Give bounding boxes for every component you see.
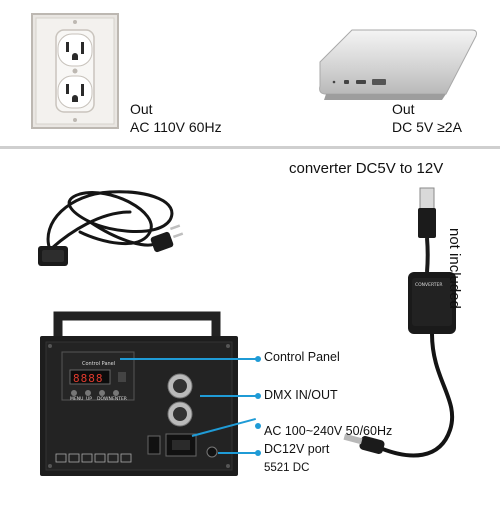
dc-port-label: DC12V port (264, 442, 330, 456)
section-divider (0, 146, 500, 149)
dmx-callout-dot (255, 393, 261, 399)
control-panel-callout-line (120, 358, 258, 360)
device-display: 8888 (73, 372, 104, 385)
wall-outlet-image (30, 12, 120, 130)
dc-callout-line (218, 452, 258, 454)
laser-device-image (36, 300, 246, 480)
dc-out-heading: Out (392, 101, 415, 117)
power-bank-image (312, 22, 482, 102)
control-panel-callout-dot (255, 356, 261, 362)
device-button-up: UP (86, 397, 93, 402)
dc-size-label: 5521 DC (264, 462, 310, 474)
ac-out-heading: Out (130, 101, 153, 117)
dc-callout-dot (255, 450, 261, 456)
converter-box-label: CONVERTER (415, 283, 443, 288)
not-included-note: not included (446, 228, 463, 309)
device-panel-title: Control Panel (82, 361, 116, 367)
dc-out-spec: DC 5V ≥2A (392, 119, 462, 135)
ac-out-spec: AC 110V 60Hz (130, 119, 222, 135)
control-panel-label: Control Panel (264, 350, 340, 364)
dmx-label: DMX IN/OUT (264, 388, 338, 402)
converter-cable-image (300, 180, 500, 500)
dmx-callout-line (200, 395, 258, 397)
converter-title: converter DC5V to 12V (289, 160, 444, 177)
power-cord-image (30, 172, 190, 272)
device-button-menu: MENU (70, 397, 84, 402)
ac-callout-dot (255, 423, 261, 429)
device-button-enter: ENTER (112, 397, 127, 402)
ac-input-label: AC 100~240V 50/60Hz (264, 424, 393, 438)
device-button-down: DOWN (97, 397, 112, 402)
